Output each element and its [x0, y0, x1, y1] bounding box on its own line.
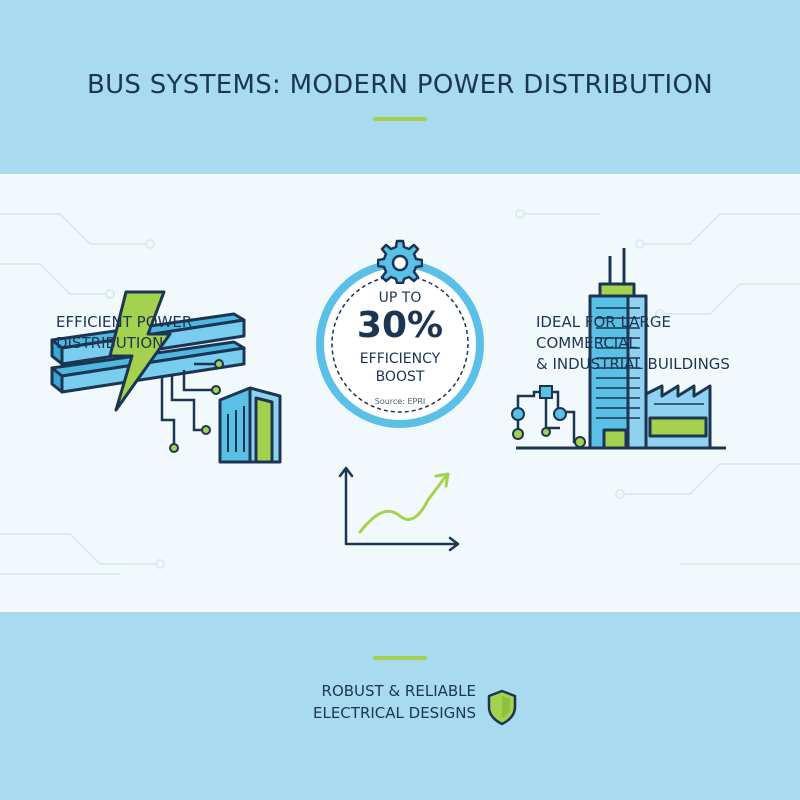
badge-prefix: UP TO	[378, 290, 422, 306]
skyscraper-factory-icon	[511, 248, 726, 450]
badge-label: EFFICIENCY BOOST	[330, 350, 470, 386]
badge-label-line1: EFFICIENCY	[359, 351, 441, 367]
badge-value: 30%	[356, 305, 444, 346]
footer-text: ROBUST & RELIABLE ELECTRICAL DESIGNS	[270, 680, 476, 724]
left-caption: EFFICIENT POWER DISTRIBUTION	[56, 312, 276, 354]
gear-icon	[377, 239, 423, 284]
footer-band	[0, 612, 800, 800]
badge-label-line2: BOOST	[375, 369, 425, 385]
left-caption-line1: EFFICIENT POWER	[56, 313, 193, 331]
left-caption-line2: DISTRIBUTION	[56, 334, 164, 352]
badge-source: Source: EPRI	[374, 397, 426, 406]
shield-icon	[487, 689, 517, 726]
footer-accent-bar	[373, 656, 427, 660]
footer-line1: ROBUST & RELIABLE	[321, 682, 476, 700]
circuit-background	[0, 209, 800, 575]
footer-line2: ELECTRICAL DESIGNS	[313, 704, 476, 722]
right-caption-line2: & INDUSTRIAL BUILDINGS	[536, 355, 730, 373]
page-title: BUS SYSTEMS: MODERN POWER DISTRIBUTION	[86, 70, 714, 100]
right-caption-line1: IDEAL FOR LARGE COMMERCIAL	[536, 313, 671, 352]
title-underline	[373, 117, 427, 121]
right-caption: IDEAL FOR LARGE COMMERCIAL & INDUSTRIAL …	[536, 312, 776, 375]
growth-chart-icon	[338, 466, 460, 552]
busbar-lightning-icon	[50, 290, 282, 464]
header-band	[0, 0, 800, 174]
